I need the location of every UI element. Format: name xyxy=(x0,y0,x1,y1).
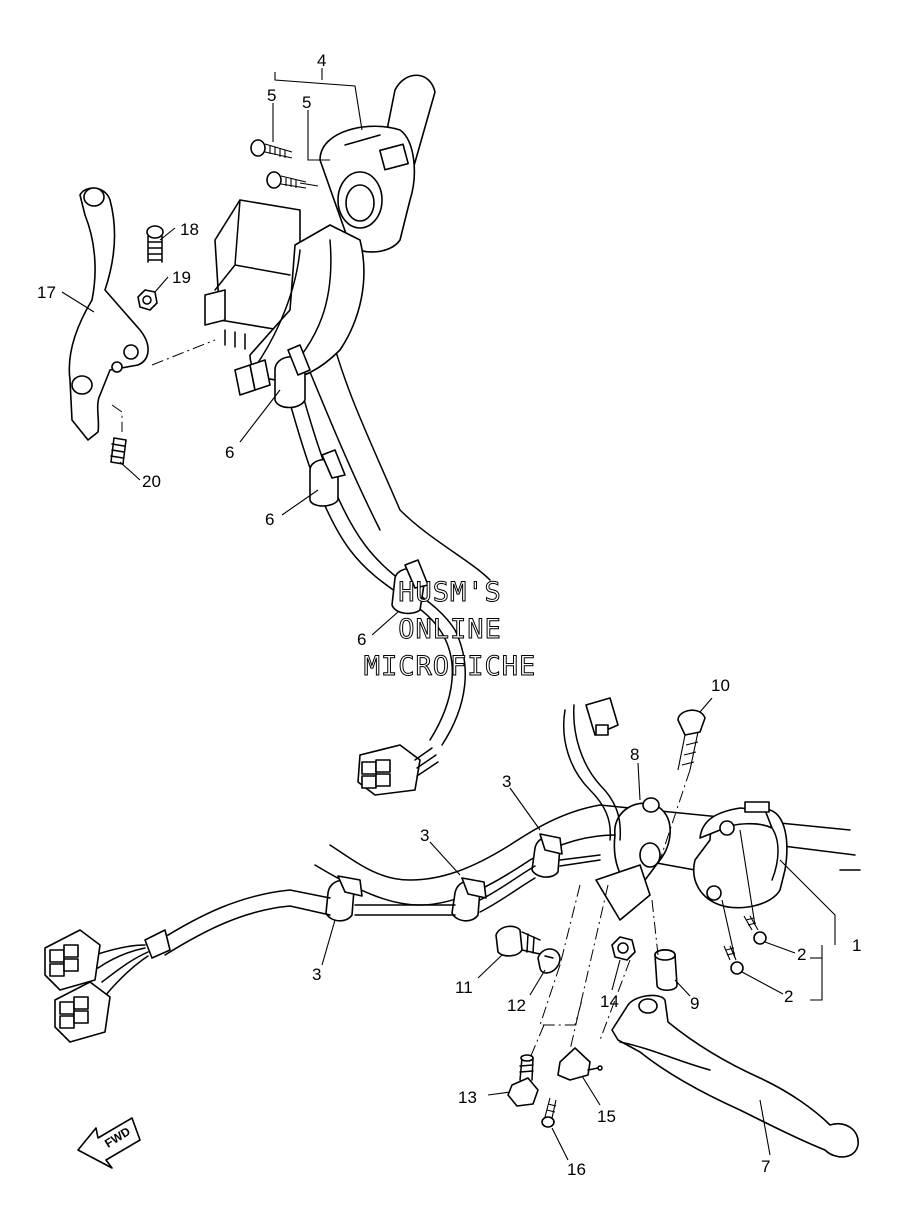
callout-14: 14 xyxy=(600,992,619,1011)
callout-17: 17 xyxy=(37,283,56,302)
watermark: HUSM'S ONLINE MICROFICHE xyxy=(363,577,537,683)
callout-8: 8 xyxy=(630,745,639,764)
callout-6a: 6 xyxy=(225,443,234,462)
callout-16: 16 xyxy=(567,1160,586,1179)
screw-2-upper xyxy=(743,915,767,945)
callout-5a: 5 xyxy=(267,86,276,105)
callout-labels: 1 2 2 3 3 3 4 5 5 6 6 6 7 8 9 10 11 12 1… xyxy=(37,51,861,1179)
callout-6c: 6 xyxy=(357,630,366,649)
callout-20: 20 xyxy=(142,472,161,491)
connector-lower-2 xyxy=(54,981,111,1043)
callout-18: 18 xyxy=(180,220,199,239)
connector-lower-1 xyxy=(44,929,101,991)
callout-3a: 3 xyxy=(312,965,321,984)
forward-arrow-icon: FWD xyxy=(77,1117,141,1169)
spring-20 xyxy=(110,437,127,465)
callout-4: 4 xyxy=(317,51,326,70)
callout-9: 9 xyxy=(690,994,699,1013)
callout-15: 15 xyxy=(597,1107,616,1126)
lever-holder-8 xyxy=(595,797,671,921)
brake-switch-15 xyxy=(557,1047,603,1081)
callout-2a: 2 xyxy=(797,945,806,964)
left-switch-box xyxy=(204,199,301,350)
callout-11: 11 xyxy=(455,978,473,997)
washer-12 xyxy=(537,948,561,974)
left-switch-housing xyxy=(319,125,416,253)
collar-9 xyxy=(654,948,678,992)
callout-13: 13 xyxy=(458,1088,477,1107)
screw-2-lower xyxy=(723,945,744,975)
leader-lines xyxy=(61,68,836,1161)
callout-2b: 2 xyxy=(784,987,793,1006)
connector-upper xyxy=(357,744,439,796)
callout-5b: 5 xyxy=(302,93,311,112)
callout-6b: 6 xyxy=(265,510,274,529)
brake-lever-7 xyxy=(611,994,859,1158)
callout-3b: 3 xyxy=(420,826,429,845)
right-handlebar-assembly xyxy=(44,697,861,1158)
nut-19 xyxy=(137,289,158,311)
right-switch-housing xyxy=(693,801,788,909)
screw-10 xyxy=(677,709,706,771)
screw-5-lower xyxy=(266,171,307,189)
callout-12: 12 xyxy=(507,996,526,1015)
watermark-line-3: MICROFICHE xyxy=(364,651,537,682)
nut-14 xyxy=(611,936,636,961)
bolt-18 xyxy=(146,225,164,263)
clutch-lever-17 xyxy=(68,187,149,441)
watermark-line-2: ONLINE xyxy=(398,614,502,645)
left-handlebar-assembly xyxy=(204,74,491,796)
callout-19: 19 xyxy=(172,268,191,287)
callout-1: 1 xyxy=(852,936,861,955)
callout-7: 7 xyxy=(761,1157,770,1176)
bolt-13 xyxy=(507,1054,539,1107)
screw-5-upper xyxy=(250,139,293,159)
callout-10: 10 xyxy=(711,676,730,695)
bolt-11 xyxy=(495,925,541,957)
screw-16 xyxy=(541,1097,557,1128)
callout-3c: 3 xyxy=(502,772,511,791)
watermark-line-1: HUSM'S xyxy=(398,577,502,608)
